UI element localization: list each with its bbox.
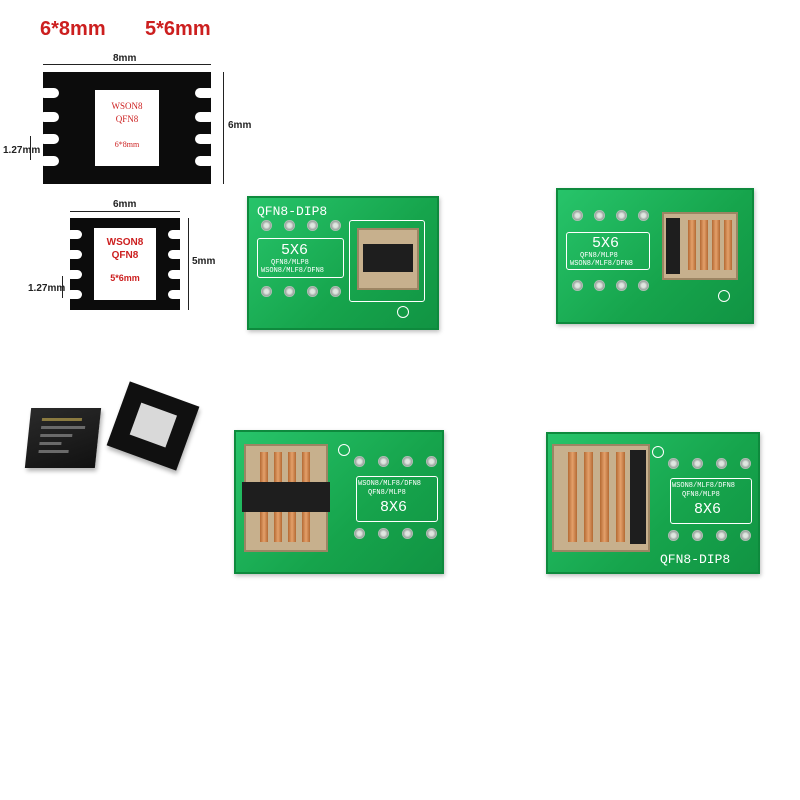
adapter-board-8x6-b: WSON8/MLF8/DFN8 QFN8/MLP8 8X6 QFN8-DIP8 [546, 432, 760, 574]
chip-photo-front [24, 408, 102, 468]
width-label: 8mm [113, 53, 137, 64]
adapter-board-5x6-b: 5X6 QFN8/MLP8 WSON8/MLF8/DFN8 [556, 188, 754, 324]
pitch-label: 1.27mm [28, 283, 66, 294]
width-label: 6mm [113, 199, 137, 210]
board-header: QFN8-DIP8 [257, 204, 328, 219]
pitch-label: 1.27mm [3, 145, 41, 156]
chip-label-box: WSON8 QFN8 6*8mm [95, 90, 159, 166]
height-dim-line [223, 72, 224, 184]
board-size: 5X6 [281, 242, 309, 259]
width-dim-line [43, 64, 211, 65]
adapter-board-8x6-a: WSON8/MLF8/DFN8 QFN8/MLP8 8X6 [234, 430, 444, 574]
socket-open [662, 212, 738, 280]
socket-open-8x6 [552, 444, 650, 552]
chip-photo-back [106, 381, 200, 471]
board-footer: QFN8-DIP8 [660, 552, 731, 567]
chip-body-large: WSON8 QFN8 6*8mm [39, 72, 215, 184]
socket-closed-8x6 [242, 444, 330, 552]
chip-body-small: WSON8 QFN8 5*6mm [66, 218, 184, 310]
title-6x8: 6*8mm [40, 18, 106, 40]
height-label: 6mm [228, 120, 252, 131]
height-label: 5mm [192, 256, 216, 267]
title-5x6: 5*6mm [145, 18, 211, 40]
adapter-board-5x6-a: QFN8-DIP8 5X6 QFN8/MLP8 WSON8/MLF8/DFN8 [247, 196, 439, 330]
socket-closed [357, 228, 419, 290]
